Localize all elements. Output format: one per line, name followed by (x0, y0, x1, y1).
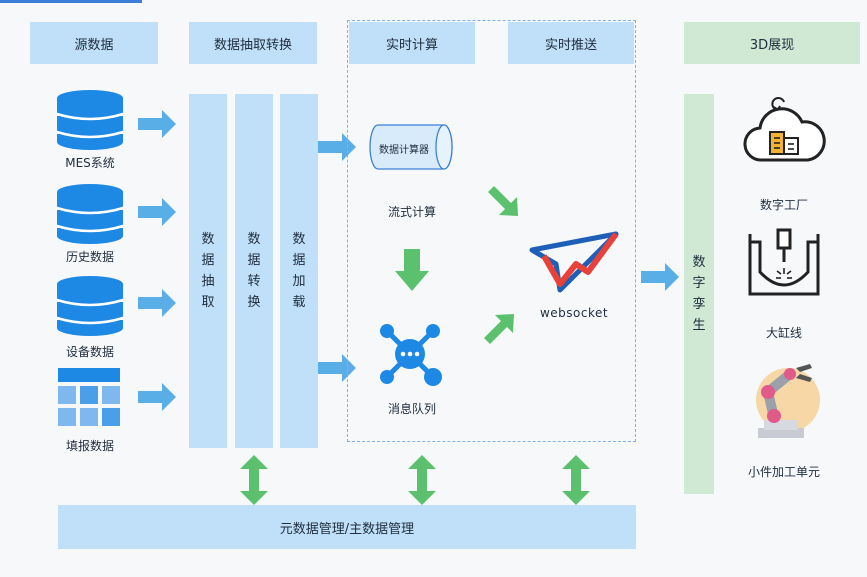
arrow-right-icon (138, 110, 176, 138)
header-extract-transform: 数据抽取转换 (189, 22, 317, 64)
message-queue-icon (380, 324, 442, 386)
arrow-diagonal-up-icon (484, 314, 514, 344)
robot-arm-icon (756, 364, 820, 438)
top-accent-line (0, 0, 142, 3)
arrow-right-icon (641, 263, 679, 291)
realtime-region (347, 20, 636, 442)
digital-factory-icon (743, 97, 826, 162)
calculator-cylinder-icon (369, 124, 453, 170)
arrow-bidirectional-icon (240, 455, 268, 505)
display-label-cylinder: 大缸线 (765, 326, 802, 340)
source-label-mes: MES系统 (65, 156, 115, 170)
arrow-bidirectional-icon (408, 455, 436, 505)
header-realtime-push: 实时推送 (508, 22, 634, 64)
header-source: 源数据 (30, 22, 158, 64)
arrow-down-icon (395, 249, 429, 291)
table-grid-icon (58, 368, 120, 426)
arrow-right-icon (138, 198, 176, 226)
display-label-factory: 数字工厂 (759, 198, 808, 212)
arrow-bidirectional-icon (562, 455, 590, 505)
arrow-right-icon (318, 354, 356, 382)
digital-twin-column: 数字孪生 (684, 94, 714, 494)
etl-column-load: 数据加载 (280, 94, 318, 448)
arrow-right-icon (138, 383, 176, 411)
calculator-label: 数据计算器 (379, 145, 429, 156)
etl-column-transform: 数据转换 (235, 94, 273, 448)
metadata-management-bar: 元数据管理/主数据管理 (58, 505, 636, 549)
message-queue-label: 消息队列 (387, 402, 436, 416)
source-label-device: 设备数据 (65, 345, 114, 359)
database-icon (56, 90, 124, 150)
header-realtime-compute: 实时计算 (349, 22, 475, 64)
source-label-history: 历史数据 (65, 250, 114, 264)
arrow-diagonal-down-icon (488, 186, 518, 216)
stream-compute-label: 流式计算 (387, 205, 436, 219)
etl-column-extract: 数据抽取 (189, 94, 227, 448)
header-3d-display: 3D展现 (684, 22, 860, 64)
websocket-label: websocket (539, 306, 609, 320)
source-label-fill: 填报数据 (65, 439, 114, 453)
display-label-robot: 小件加工单元 (747, 465, 820, 479)
arrow-right-icon (138, 289, 176, 317)
database-icon (56, 276, 124, 336)
cylinder-line-icon (748, 228, 820, 296)
arrow-right-icon (318, 133, 356, 161)
database-icon (56, 184, 124, 244)
websocket-logo-icon (529, 231, 619, 293)
